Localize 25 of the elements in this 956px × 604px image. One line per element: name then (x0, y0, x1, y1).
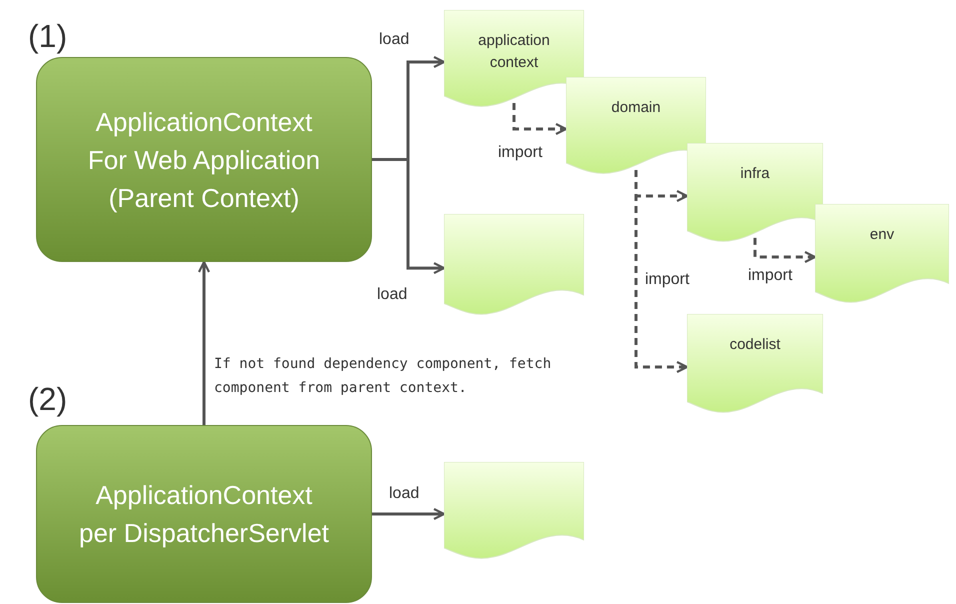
node-text: codelist (728, 335, 782, 355)
edge-label: import (645, 270, 690, 290)
document-shape (444, 10, 584, 110)
arrow (198, 260, 210, 425)
edge-label: import (498, 143, 542, 163)
document-shape (815, 204, 949, 306)
document-shape (687, 143, 823, 245)
edge-label: import (748, 266, 792, 286)
arrow (372, 158, 446, 274)
document-shape (444, 462, 584, 562)
context-box (36, 425, 372, 603)
node-text: domain (610, 98, 662, 118)
node-number: (2) (28, 381, 68, 418)
arrow (512, 103, 568, 136)
node-text: application context (477, 31, 551, 73)
arrow (754, 238, 816, 264)
document-shape (566, 77, 706, 177)
document-shape (687, 314, 823, 416)
node-number: (1) (28, 18, 68, 55)
arrow (372, 508, 446, 520)
node-text: infra (739, 164, 771, 184)
node-text: env (868, 225, 896, 245)
context-box (36, 57, 372, 262)
node-text: ApplicationContext For Web Application (Parent Context) (86, 106, 322, 214)
node-text: ApplicationContext per DispatcherServlet (79, 479, 329, 550)
